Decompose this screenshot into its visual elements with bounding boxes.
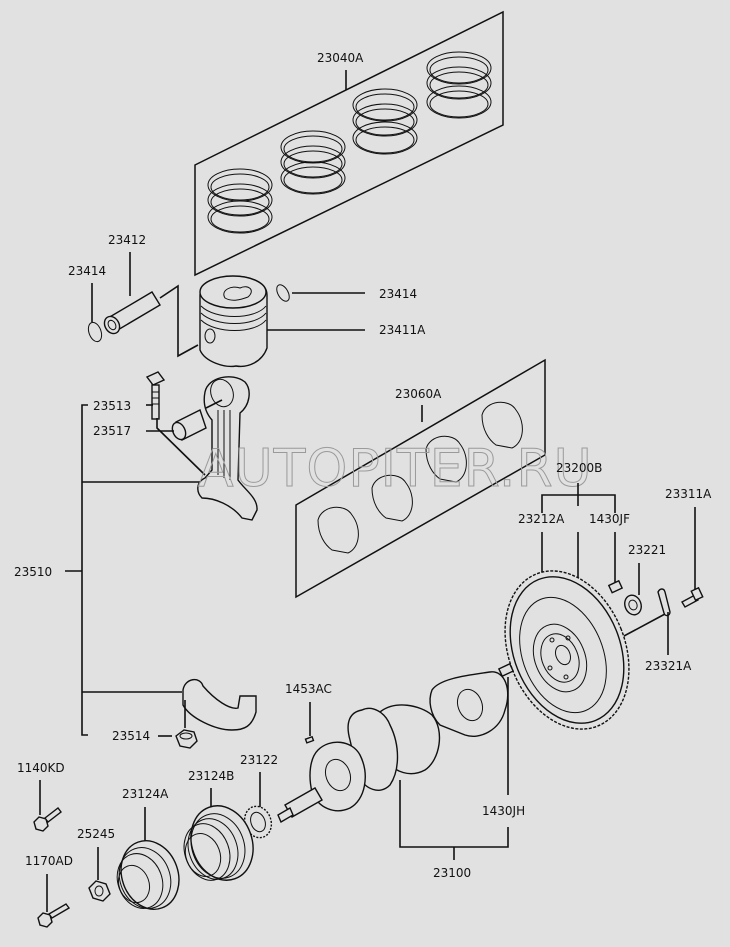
ring-stack-2: [280, 130, 346, 195]
snap-ring-left[interactable]: [86, 321, 104, 344]
label-23124a[interactable]: 23124A: [122, 787, 169, 801]
label-23060a[interactable]: 23060A: [395, 387, 442, 401]
label-23414-right[interactable]: 23414: [379, 287, 417, 301]
label-23514[interactable]: 23514: [112, 729, 150, 743]
pulley-b[interactable]: [176, 797, 263, 889]
label-23100[interactable]: 23100: [433, 866, 471, 880]
label-1140kd[interactable]: 1140KD: [17, 761, 65, 775]
label-1430jf[interactable]: 1430JF: [589, 512, 630, 526]
conrod-bushing[interactable]: [170, 409, 207, 442]
plate-to-flywheel-line: [623, 613, 666, 637]
label-23212a[interactable]: 23212A: [518, 512, 565, 526]
label-23513[interactable]: 23513: [93, 399, 131, 413]
label-1453ac[interactable]: 1453AC: [285, 682, 332, 696]
label-23040a[interactable]: 23040A: [317, 51, 364, 65]
label-23510[interactable]: 23510: [14, 565, 52, 579]
label-1170ad[interactable]: 1170AD: [25, 854, 73, 868]
bracket-23510: [81, 404, 88, 736]
label-23200b[interactable]: 23200B: [556, 461, 602, 475]
label-23411a[interactable]: 23411A: [379, 323, 426, 337]
flywheel-dowel-pin[interactable]: [607, 579, 624, 594]
crank-key[interactable]: [304, 735, 315, 744]
piston-ring-set[interactable]: [194, 10, 504, 277]
label-23321a[interactable]: 23321A: [645, 659, 692, 673]
label-23311a[interactable]: 23311A: [665, 487, 712, 501]
flywheel-plate[interactable]: [657, 588, 671, 617]
crank-sprocket[interactable]: [240, 803, 275, 842]
piston[interactable]: [199, 275, 268, 368]
conrod-nut[interactable]: [175, 729, 198, 749]
crankshaft[interactable]: [277, 671, 509, 824]
bolt-1140kd[interactable]: [33, 807, 62, 832]
flywheel[interactable]: [483, 552, 652, 748]
bushing-to-rod-line: [205, 399, 223, 409]
label-23414-left[interactable]: 23414: [68, 264, 106, 278]
crank-dowel-pin[interactable]: [497, 662, 515, 678]
label-23122[interactable]: 23122: [240, 753, 278, 767]
label-1430jh[interactable]: 1430JH: [482, 804, 525, 818]
conrod[interactable]: [197, 376, 258, 521]
conrod-bearing-set[interactable]: [295, 358, 546, 599]
label-25245[interactable]: 25245: [77, 827, 115, 841]
ring-stack-1: [207, 168, 273, 234]
ring-stack-4: [426, 51, 492, 119]
snap-ring-right[interactable]: [274, 283, 292, 304]
pulley-a[interactable]: [110, 833, 189, 918]
watermark: AUTOPITER.RU: [198, 439, 593, 499]
bolt-1170ad[interactable]: [37, 903, 71, 928]
pilot-bearing[interactable]: [622, 593, 644, 617]
leader-conrod-bolt-link: [156, 418, 206, 476]
pin-to-piston-bracket: [159, 284, 199, 358]
conrod-bolt[interactable]: [145, 371, 166, 420]
flywheel-bolt[interactable]: [681, 586, 704, 608]
label-23412[interactable]: 23412: [108, 233, 146, 247]
label-23517[interactable]: 23517: [93, 424, 131, 438]
label-23221[interactable]: 23221: [628, 543, 666, 557]
ring-stack-3: [352, 88, 418, 155]
conrod-cap[interactable]: [182, 679, 257, 731]
label-23124b[interactable]: 23124B: [188, 769, 234, 783]
washer-25245[interactable]: [88, 880, 111, 902]
piston-pin[interactable]: [101, 291, 161, 336]
